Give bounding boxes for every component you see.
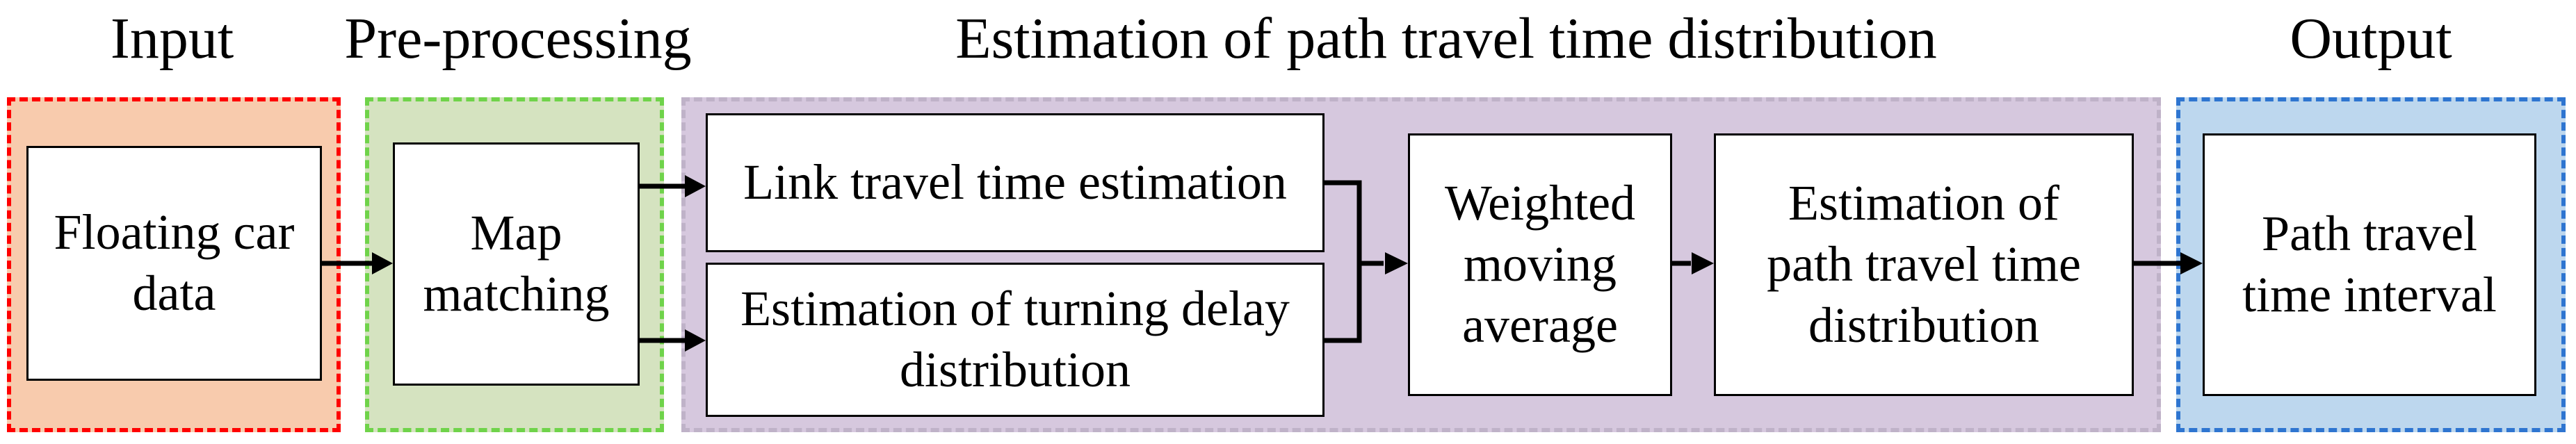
node-path-travel-time-interval: Path travel time interval [2203, 133, 2536, 396]
node-turning-delay: Estimation of turning delay distribution [706, 263, 1325, 417]
arrowhead-turning [685, 329, 706, 352]
connector-link-out [1325, 180, 1362, 343]
title-preprocessing: Pre-processing [344, 6, 692, 71]
node-map-matching: Map matching [393, 142, 640, 386]
node-weighted-moving-average: Weighted moving average [1408, 133, 1672, 396]
title-estimation: Estimation of path travel time distribut… [955, 6, 1937, 71]
arrowhead-estimation [1692, 252, 1714, 274]
node-floating-car-data: Floating car data [26, 146, 322, 381]
arrowhead-link [685, 175, 706, 197]
arrowhead-map [372, 252, 393, 274]
title-output: Output [2290, 6, 2452, 71]
title-input: Input [110, 6, 234, 71]
arrowhead-output [2180, 252, 2203, 274]
node-link-travel-time: Link travel time estimation [706, 113, 1325, 252]
arrowhead-weighted [1385, 252, 1408, 274]
node-path-travel-time-distribution: Estimation of path travel time distribut… [1714, 133, 2134, 396]
